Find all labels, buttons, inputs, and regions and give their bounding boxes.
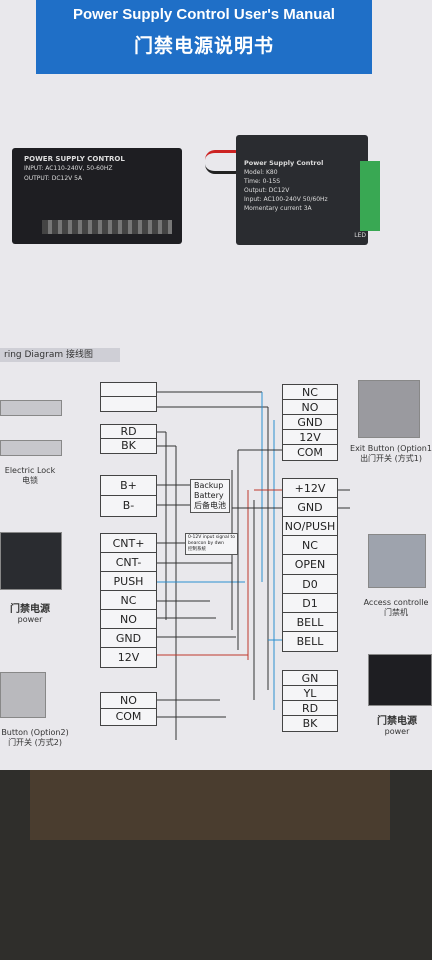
terminal-gnd: GND [101,629,156,648]
trigger-signal-note: 0-12V input signal to bearcon by dwn 控制系… [185,533,238,555]
electric-lock-image [0,400,62,416]
psu-right-line3: Output: DC12V [244,187,290,194]
power-box-right-image [368,654,432,706]
access-terminal-open: OPEN [283,555,337,575]
button2-en: Button (Option2) [1,728,69,737]
terminal-bplus: B+ [101,476,156,496]
terminal-nc: NC [101,591,156,610]
trigger-line3: 控制系统 [188,547,206,552]
electric-lock-plate [0,440,62,456]
power-left-en: power [17,615,43,624]
exit-button-2-image [0,672,46,718]
button2-label: Button (Option2) 门开关 (方式2) [0,728,70,748]
wiring-lines [155,391,350,740]
exit-terminal-nc: NC [283,385,337,400]
exit-en: Exit Button (Option1 [350,444,432,453]
exit-terminal-no: NO [283,400,337,415]
access-terminal-nc: NC [283,536,337,556]
exit-terminal-gnd: GND [283,415,337,430]
access-terminal-d1: D1 [283,594,337,613]
reader-terminal-gn: GN [283,671,337,686]
exit-cn: 出门开关 (方式1) [360,454,422,463]
terminal-no: NO [101,693,156,709]
terminal-rd: RD [101,425,156,439]
terminal-cnt-: CNT- [101,553,156,572]
reader-terminal-yl: YL [283,686,337,701]
reader-terminal-bk: BK [302,717,318,730]
power-left-label: 门禁电源 power [0,600,60,624]
lock-wire-block: RD BK [100,424,157,454]
trigger-line2: bearcon by dwn [188,541,224,546]
power-supply-photo-left: POWER SUPPLY CONTROL INPUT: AC110-240V, … [12,148,182,244]
battery-line1: Backup [194,481,224,490]
power-cord [205,150,245,174]
psu-right-line4: Input: AC100-240V 50/60Hz [244,196,328,203]
electric-lock-label: Electric Lock 电锁 [0,466,60,486]
psu-left-line3: OUTPUT: DC12V 5A [24,175,83,182]
exit-button-1-image [358,380,420,438]
access-terminal-bell: BELL [296,634,324,648]
access-label: Access controlle 门禁机 [360,598,432,618]
backup-battery-note: Backup Battery 后备电池 [190,479,230,513]
battery-line3: 后备电池 [194,501,226,510]
access-terminal-bell: BELL [283,613,337,632]
psu-right-line1: Model: K80 [244,169,278,176]
access-cn: 门禁机 [384,608,408,617]
manual-sheet: Power Supply Control User's Manual 门禁电源说… [0,0,432,770]
power-supply-photo-right: Power Supply Control Model: K80 Time: 0-… [236,135,380,245]
lock-cn: 电锁 [22,476,38,485]
access-en: Access controlle [363,598,429,607]
trigger-line1: 0-12V input signal to [188,535,235,540]
led-label: LED [354,232,366,239]
terminal-cnt-: CNT+ [101,534,156,553]
access-terminal--12v: +12V [283,479,337,499]
psu-right-line2: Time: 0-15S [244,178,281,185]
access-terminal-no-push: NO/PUSH [283,517,337,537]
psu-left-line2: INPUT: AC110-240V, 50-60HZ [24,165,113,172]
power-left-cn: 门禁电源 [10,604,50,615]
block-top-empty [100,382,157,412]
exit-terminal-12v: 12V [283,430,337,445]
reader-terminal-rd: RD [283,701,337,716]
access-terminal-gnd: GND [283,498,337,518]
terminal-push: PUSH [101,572,156,591]
title-banner: Power Supply Control User's Manual 门禁电源说… [36,0,372,74]
button2-cn: 门开关 (方式2) [8,738,62,747]
cardboard-box [30,770,390,840]
terminal-bk: BK [121,439,136,452]
lock-en: Electric Lock [4,466,56,475]
title-chinese: 门禁电源说明书 [133,35,274,57]
exit-terminal-com: COM [297,446,323,459]
terminal-bminus: B- [122,499,135,512]
terminal-no: NO [101,610,156,629]
access-terminal-d0: D0 [283,575,337,594]
power-box-left-image [0,532,62,590]
button2-terminal-block: NO COM [100,692,157,726]
psu-left-line1: POWER SUPPLY CONTROL [24,155,125,163]
exit-button-label: Exit Button (Option1 出门开关 (方式1) [350,444,432,464]
access-keypad-image [368,534,426,588]
power-right-en: power [384,727,410,736]
section-title: ring Diagram 接线图 [0,348,120,362]
terminal-12v: 12V [117,651,140,664]
battery-line2: Battery [194,491,224,500]
power-right-label: 门禁电源 power [362,712,432,736]
green-terminal-block [360,161,380,231]
psu-right-line5: Momentary current 3A [244,205,312,212]
battery-terminal-block: B+ B- [100,475,157,517]
power-right-cn: 门禁电源 [377,716,417,727]
terminal-com: COM [115,710,142,723]
title-english: Power Supply Control User's Manual [73,6,335,23]
terminal-strip [42,220,172,234]
psu-right-title: Power Supply Control [244,159,324,167]
